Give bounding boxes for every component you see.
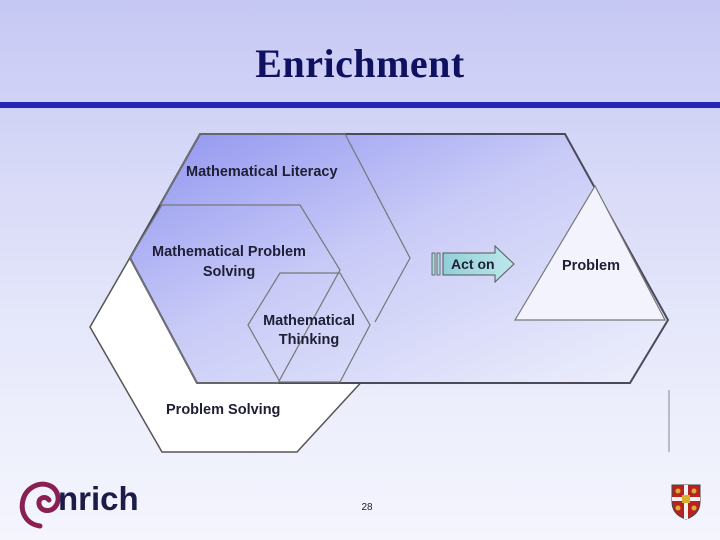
act-on-arrow [442, 244, 515, 284]
thinking-hexagon [247, 272, 371, 383]
act-on-label: Act on [451, 256, 495, 272]
problem-label: Problem [562, 258, 620, 274]
problem-solving-label: Problem Solving [166, 402, 280, 418]
thinking-label-line2: Thinking [279, 332, 339, 348]
arrow-stripe [431, 252, 436, 276]
slide-title: Enrichment [255, 41, 465, 86]
math-problem-solving-label-line1: Mathematical Problem [152, 244, 306, 260]
literacy-label: Mathematical Literacy [186, 164, 338, 180]
problem-triangle [513, 184, 666, 321]
page-number: 28 [361, 502, 373, 513]
nrich-logo: nrich [19, 480, 138, 529]
math-problem-solving-hexagon [129, 204, 341, 384]
university-crest-icon [671, 484, 701, 520]
spiral-icon [19, 481, 61, 529]
thinking-label-line1: Mathematical [263, 313, 355, 329]
title-rule [0, 102, 720, 108]
arrow-stripe [436, 252, 441, 276]
literacy-hexagon [159, 133, 411, 323]
math-problem-solving-label-line2: Solving [203, 264, 255, 280]
logo-wordmark: nrich [58, 480, 138, 517]
